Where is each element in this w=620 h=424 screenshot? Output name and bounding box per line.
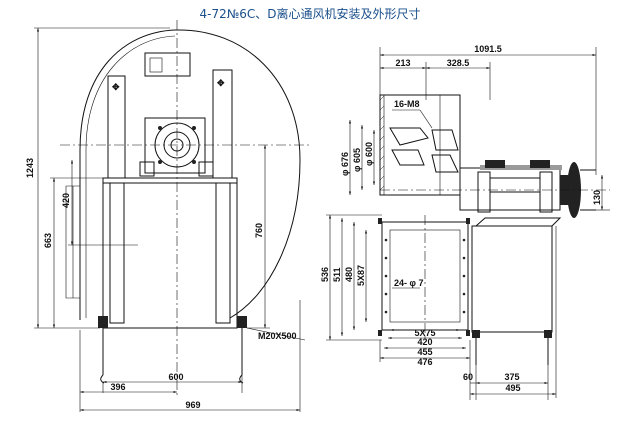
pillar-mark-r: ✥	[217, 78, 225, 88]
fan-scroll-housing	[79, 29, 301, 320]
dim-495: 495	[505, 383, 520, 393]
dim-phi600: φ 600	[364, 142, 374, 166]
bolt-count-label: 16-M8	[394, 99, 420, 109]
shaft-cap	[480, 165, 562, 170]
top-bracket	[144, 52, 191, 77]
dim-1243: 1243	[25, 158, 35, 178]
front-view: ✥ ✥ 1243	[25, 20, 310, 412]
bearing-housing	[144, 117, 206, 174]
drawing-title: 4-72№6C、D离心通风机安装及外形尺寸	[199, 7, 421, 21]
dim-511: 511	[332, 267, 342, 282]
dim-600: 600	[168, 372, 183, 382]
dim-375: 375	[504, 372, 519, 382]
support-frame	[471, 225, 553, 333]
dim-760: 760	[254, 223, 264, 238]
dim-420: 420	[61, 193, 71, 208]
dim-phi605: φ 605	[352, 148, 362, 172]
side-view: 1091.5 213 328.5 16-M8 φ 676 φ 60	[320, 44, 610, 400]
base-frame	[102, 177, 238, 329]
dim-213: 213	[395, 58, 410, 68]
pillar-mark-l: ✥	[112, 82, 120, 92]
holes-label: 24- φ 7	[394, 278, 423, 288]
dim-663: 663	[43, 233, 53, 248]
anchor-bolt-right	[237, 316, 247, 384]
dim-328-5: 328.5	[447, 58, 470, 68]
bolt-label: M20X500	[258, 331, 297, 341]
motor-body	[459, 167, 561, 211]
dim-420-side: 420	[417, 337, 432, 347]
dim-130: 130	[592, 190, 602, 205]
dim-480: 480	[344, 267, 354, 282]
dim-phi676: φ 676	[340, 152, 350, 176]
dim-455: 455	[417, 347, 432, 357]
dim-60: 60	[463, 372, 473, 382]
dim-396: 396	[110, 382, 125, 392]
dim-5x87: 5X87	[356, 265, 366, 286]
dim-536: 536	[320, 267, 330, 282]
dim-476: 476	[417, 357, 432, 367]
anchor-bolt-left	[98, 316, 108, 384]
dim-1091-5: 1091.5	[474, 44, 502, 54]
dim-969: 969	[185, 400, 200, 410]
dim-5x75: 5X75	[414, 328, 435, 338]
